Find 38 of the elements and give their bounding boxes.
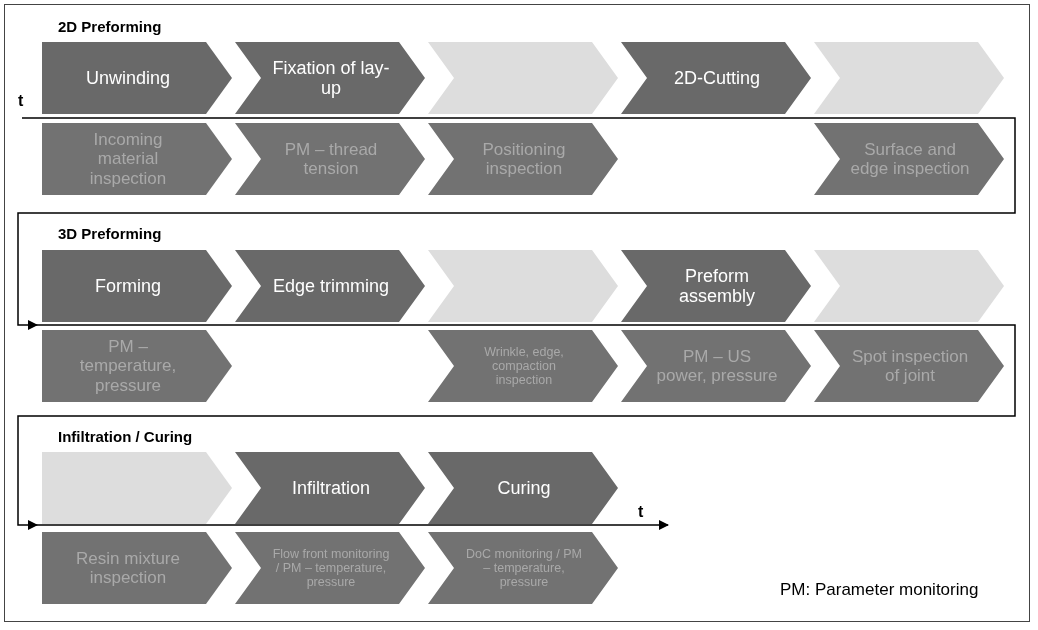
process-step [235, 42, 425, 114]
section-heading: t [638, 503, 644, 521]
empty-step [42, 452, 232, 524]
section-heading: 3D Preforming [58, 225, 162, 242]
process-step [42, 532, 232, 604]
empty-step [428, 42, 618, 114]
empty-step [814, 250, 1004, 322]
process-step [621, 330, 811, 402]
step-label: Infiltration [291, 477, 370, 499]
note-text: PM: Parameter monitoring [780, 580, 979, 600]
step-label: Edge trimming [272, 275, 389, 297]
process-step [428, 123, 618, 195]
process-step [621, 42, 811, 114]
section-heading: t [18, 92, 24, 110]
step-label: Forming [95, 275, 161, 297]
process-step [235, 532, 425, 604]
step-label: Curing [497, 477, 551, 499]
step-label: 2D-Cutting [673, 67, 760, 89]
process-step [42, 330, 232, 402]
process-step [428, 330, 618, 402]
step-label: Fixation of lay-up [271, 57, 391, 99]
step-label: Unwinding [85, 67, 171, 89]
section-heading: 2D Preforming [58, 18, 162, 35]
process-step [814, 330, 1004, 402]
process-step [235, 123, 425, 195]
process-step [428, 452, 618, 524]
empty-step [428, 250, 618, 322]
section-heading: Infiltration / Curing [58, 428, 193, 445]
process-step [235, 250, 425, 322]
process-step [42, 42, 232, 114]
process-step [42, 123, 232, 195]
step-label: Preform assembly [678, 265, 756, 307]
process-step [235, 452, 425, 524]
process-step [42, 250, 232, 322]
process-step [428, 532, 618, 604]
empty-step [814, 42, 1004, 114]
process-step [814, 123, 1004, 195]
process-step [621, 250, 811, 322]
